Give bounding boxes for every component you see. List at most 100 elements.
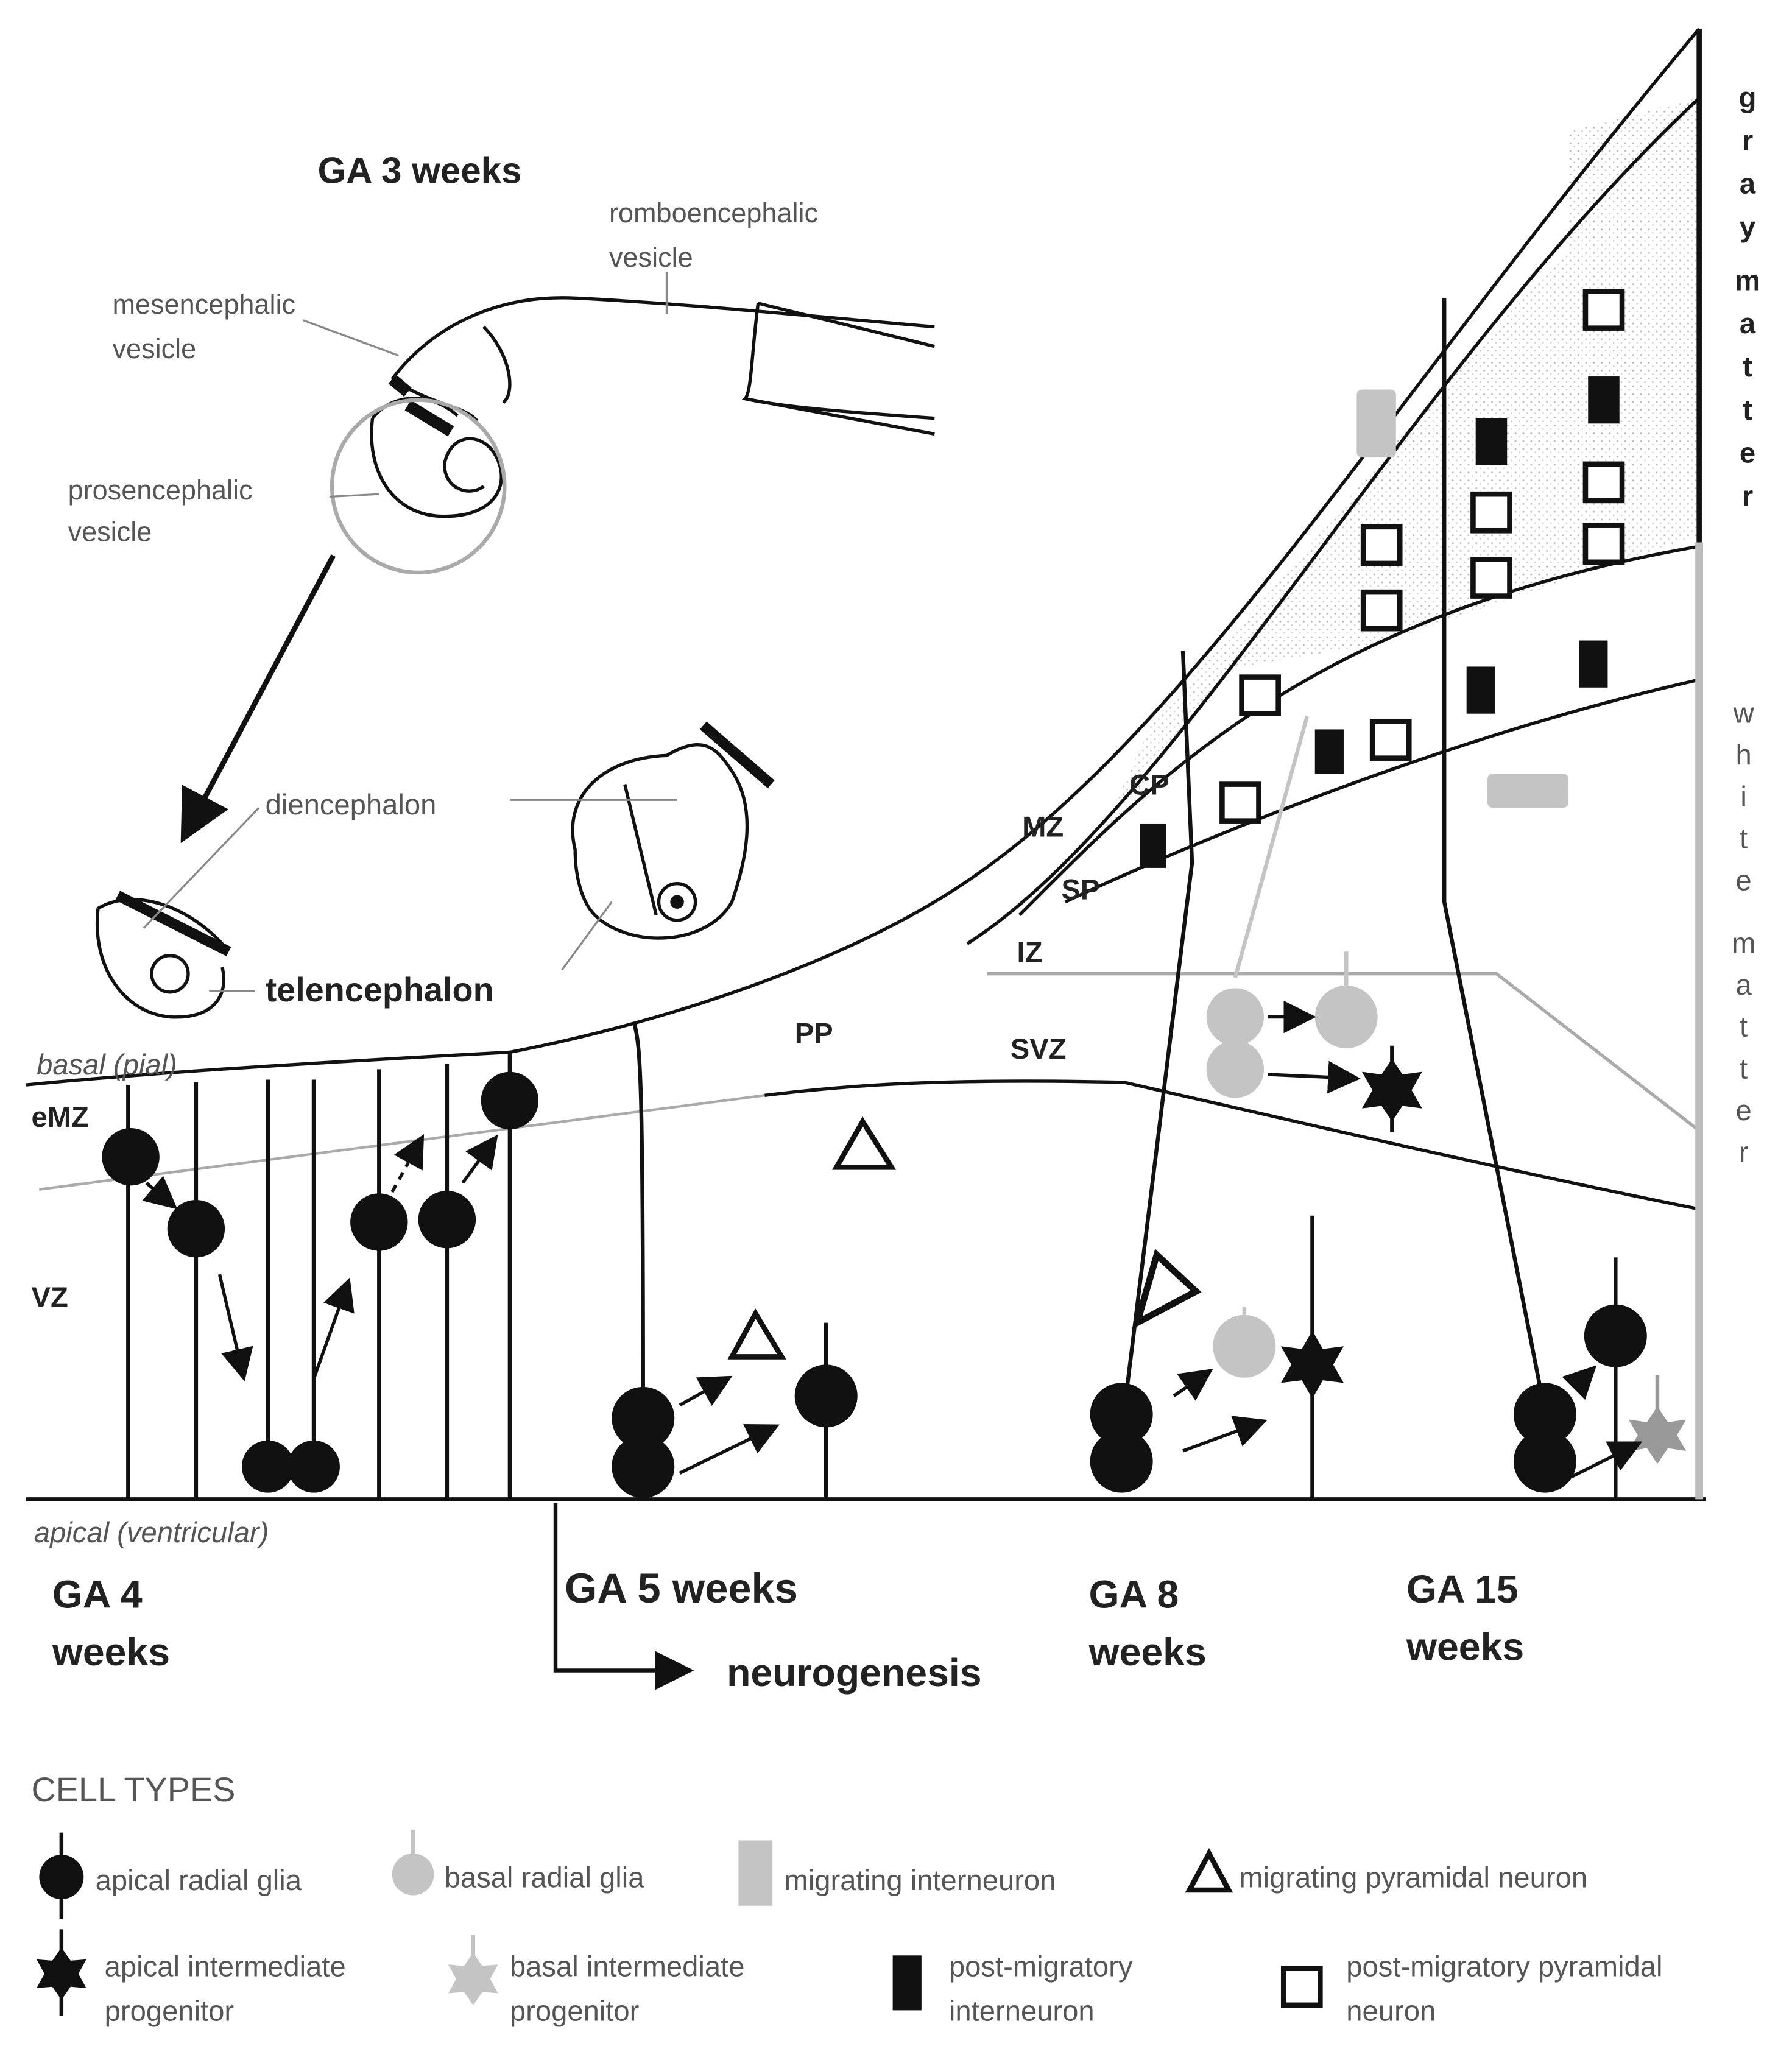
- svg-text:w: w: [1733, 697, 1755, 730]
- legend-apical-radial-glia: apical radial glia: [39, 1832, 302, 1919]
- sp-label: SP: [1061, 873, 1099, 906]
- svg-text:t: t: [1740, 823, 1748, 855]
- svg-text:m: m: [1732, 927, 1755, 959]
- mesencephalic-label-2: vesicle: [113, 333, 197, 364]
- basal-radial-glia-cell: [1314, 986, 1378, 1049]
- iz-label: IZ: [1017, 936, 1042, 968]
- mesencephalic-label-1: mesencephalic: [113, 289, 295, 320]
- apical-label: apical (ventricular): [34, 1517, 269, 1549]
- legend-apical-intermediate-progenitor: apical intermediate progenitor: [37, 1929, 346, 2028]
- prosencephalic-label-1: prosencephalic: [68, 474, 253, 506]
- svg-text:post-migratory pyramidal: post-migratory pyramidal: [1346, 1951, 1662, 1983]
- svg-text:g: g: [1739, 82, 1757, 114]
- telencephalon-pointer-right: [561, 901, 613, 971]
- svg-text:apical radial glia: apical radial glia: [96, 1864, 302, 1897]
- svg-text:migrating interneuron: migrating interneuron: [785, 1864, 1056, 1897]
- romboencephalic-label-1: romboencephalic: [609, 197, 818, 228]
- svg-text:progenitor: progenitor: [510, 1995, 639, 2028]
- apical-radial-glia-cell: [241, 1440, 294, 1493]
- apical-radial-glia-cell: [418, 1190, 476, 1249]
- telencephalon-label: telencephalon: [266, 970, 494, 1009]
- ga15-radial-fiber: [1442, 298, 1547, 1413]
- svg-text:neuron: neuron: [1346, 1995, 1436, 2028]
- svg-text:t: t: [1743, 351, 1752, 383]
- ga4-label-2: weeks: [52, 1630, 170, 1674]
- apical-intermediate-progenitor-cell: [794, 1364, 858, 1428]
- ga15-arrows: [1562, 1365, 1643, 1479]
- svg-text:a: a: [1740, 308, 1756, 340]
- apical-radial-glia-cell: [1513, 1430, 1576, 1493]
- diencephalon-label: diencephalon: [266, 789, 437, 821]
- ga8-radial-fiber: [1122, 651, 1194, 1412]
- post-migratory-pyramidal-neurons: [1219, 289, 1625, 824]
- ga4-cells: [102, 1071, 539, 1493]
- svg-text:e: e: [1735, 864, 1751, 897]
- basal-intermediate-progenitor-cell: [1628, 1406, 1687, 1464]
- svg-text:migrating pyramidal neuron: migrating pyramidal neuron: [1239, 1862, 1587, 1894]
- basal-radial-glia-cell: [1206, 1040, 1265, 1098]
- ga4-radial-fibers: [126, 1053, 512, 1500]
- legend: CELL TYPES apical radial glia basal radi…: [32, 1770, 1663, 2028]
- cortical-plate-region: [1098, 97, 1699, 844]
- legend-basal-intermediate-progenitor: basal intermediate progenitor: [448, 1934, 745, 2028]
- basal-label: basal (pial): [37, 1049, 177, 1081]
- post-migratory-interneurons: [1140, 376, 1620, 868]
- ga8-arrows: [1173, 1000, 1361, 1453]
- apical-radial-glia-cell: [481, 1071, 539, 1130]
- legend-post-migratory-interneuron: post-migratory interneuron: [892, 1951, 1133, 2028]
- basal-radial-glia-cell: [1213, 1314, 1276, 1378]
- pp-label: PP: [795, 1017, 833, 1049]
- emz-label: eMZ: [32, 1101, 89, 1134]
- embryo-to-brain-arrow: [180, 554, 336, 844]
- ga5-cells: [612, 1322, 858, 1500]
- svg-text:r: r: [1742, 125, 1753, 157]
- ga4-label-1: GA 4: [52, 1572, 143, 1616]
- cp-label: CP: [1129, 769, 1169, 802]
- svg-text:m: m: [1735, 264, 1760, 297]
- ga4-arrows: [142, 1134, 498, 1381]
- apical-radial-glia-cell: [167, 1199, 225, 1258]
- apical-radial-glia-cell: [102, 1127, 160, 1186]
- svg-text:apical intermediate: apical intermediate: [105, 1951, 346, 1983]
- svg-text:a: a: [1735, 969, 1752, 1001]
- svg-text:i: i: [1740, 781, 1746, 813]
- legend-migrating-pyramidal-neuron: migrating pyramidal neuron: [1185, 1847, 1587, 1894]
- migrating-pyramidal-neuron-triangle: [831, 1116, 897, 1170]
- apical-radial-glia-cell: [1090, 1430, 1153, 1493]
- ga8-cells: [1090, 716, 1422, 1500]
- neurogenesis-arrow: [553, 1503, 694, 1690]
- svg-text:basal intermediate: basal intermediate: [510, 1951, 745, 1983]
- svg-text:t: t: [1740, 1011, 1748, 1043]
- svg-text:e: e: [1735, 1095, 1751, 1127]
- svg-text:t: t: [1743, 394, 1752, 426]
- vz-label: VZ: [32, 1282, 68, 1314]
- migrating-pyramidal-neuron-triangle: [1132, 1249, 1202, 1330]
- legend-basal-radial-glia: basal radial glia: [392, 1830, 645, 1896]
- svg-text:r: r: [1739, 1137, 1749, 1169]
- migrating-interneurons: [1356, 389, 1569, 808]
- svz-label: SVZ: [1011, 1033, 1067, 1065]
- migrating-pyramidal-neuron-triangle: [727, 1308, 786, 1360]
- mesencephalic-pointer: [303, 319, 400, 357]
- mz-label: MZ: [1022, 811, 1064, 843]
- apical-radial-glia-cell: [612, 1386, 675, 1450]
- diencephalon-pointer-left: [143, 807, 260, 929]
- svg-text:progenitor: progenitor: [105, 1995, 234, 2028]
- ga5-radial-fiber: [632, 1021, 645, 1419]
- apical-intermediate-progenitor-cell: [1362, 1059, 1422, 1122]
- svg-text:basal radial glia: basal radial glia: [445, 1862, 645, 1894]
- apical-radial-glia-cell: [612, 1435, 675, 1498]
- apical-radial-glia-cell: [1584, 1304, 1647, 1367]
- ga5-arrows: [679, 1375, 780, 1475]
- ga8-label-2: weeks: [1088, 1630, 1207, 1674]
- gray-matter-label: g r a y m a t t e r: [1735, 82, 1760, 512]
- svg-text:interneuron: interneuron: [949, 1995, 1095, 2028]
- apical-radial-glia-cell: [350, 1193, 408, 1251]
- legend-migrating-interneuron: migrating interneuron: [738, 1840, 1056, 1906]
- prosencephalic-label-2: vesicle: [68, 516, 152, 547]
- iz-boundary-line: [987, 972, 1701, 1132]
- embryo-title: GA 3 weeks: [317, 150, 521, 191]
- romboencephalic-label-2: vesicle: [609, 242, 693, 273]
